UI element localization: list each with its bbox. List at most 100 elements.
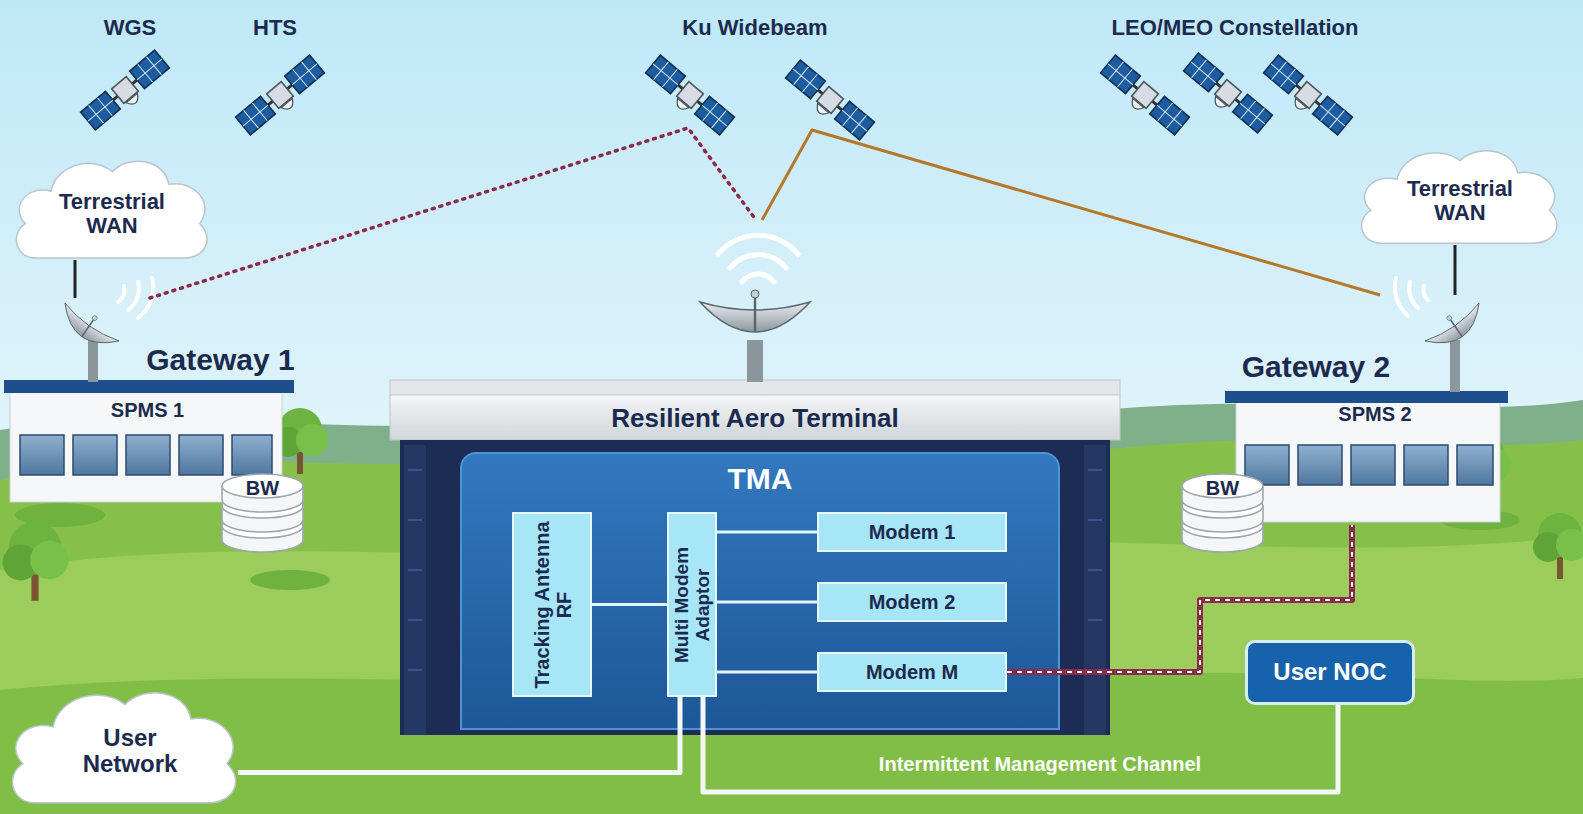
gateway-1-building — [73, 435, 117, 475]
component-box: Multi Modem Adaptor — [667, 512, 717, 697]
gateway-building: Gateway 2SPMS 2 — [1225, 295, 1510, 525]
link-line — [592, 604, 667, 605]
hills — [0, 400, 1583, 814]
database-shape — [222, 474, 303, 498]
satellite-label-text-area: WGS — [0, 10, 280, 46]
link-line — [1007, 525, 1352, 672]
gateway-building-text: SPMS 2 — [1338, 403, 1411, 425]
satellite-icons — [81, 50, 1353, 144]
gateway-1-building — [4, 380, 294, 393]
satellite-label-text-area: LEO/MEO Constellation — [1085, 10, 1385, 46]
link-line — [703, 697, 1338, 792]
gateway-1-building — [138, 278, 153, 318]
terminal-building — [1088, 619, 1102, 621]
noc-box-text-area: User NOC — [1245, 640, 1415, 705]
satellite-label-text: Ku Widebeam — [682, 16, 827, 40]
link-line — [717, 532, 817, 533]
modem-box: Modem 1 — [817, 512, 1007, 552]
gateway-1-building — [55, 297, 124, 355]
channel-label-text: Intermittent Management Channel — [879, 753, 1201, 775]
noc-box: User NOC — [1245, 640, 1415, 705]
link-line — [717, 672, 817, 673]
gateway-building-text: SPMS 1 — [111, 399, 184, 421]
gateway-2-building — [1236, 402, 1500, 522]
gateway-2-building — [1225, 391, 1508, 403]
gateway-2-building — [1395, 278, 1428, 316]
bandwidth-database-text-area: BW — [1180, 474, 1265, 502]
gateway-2-building — [1450, 340, 1460, 392]
link-line — [717, 601, 817, 604]
gateway-2-building — [1423, 286, 1428, 300]
modem-box-text: Modem M — [866, 661, 958, 683]
satellite-icons — [642, 55, 734, 139]
terminal-building — [1088, 469, 1102, 471]
terminal-building — [718, 235, 798, 282]
gateway-2-building — [1298, 445, 1342, 485]
satellite-icons — [1260, 55, 1352, 139]
modem-box: Modem 2 — [817, 582, 1007, 622]
satellite-icons — [236, 55, 328, 139]
link-line — [717, 602, 817, 603]
link-line — [1455, 245, 1456, 295]
gateway-1-building — [88, 340, 98, 382]
link-line — [762, 130, 1380, 295]
link-line — [1007, 525, 1352, 672]
wan-cloud: Terrestrial WAN — [10, 150, 215, 260]
link-line — [74, 260, 77, 298]
terminal-building — [404, 445, 426, 735]
terminal-building — [408, 619, 422, 621]
modem-box-text: Modem 2 — [869, 591, 956, 613]
satellite-label-text: WGS — [104, 16, 157, 40]
channel-label-text-area: Intermittent Management Channel — [830, 748, 1250, 780]
terminal-building-text-area: Resilient Aero Terminal — [390, 398, 1120, 438]
terminal-building-text: Resilient Aero Terminal — [611, 404, 899, 433]
terminal-building — [1084, 445, 1106, 735]
terminal-building — [742, 274, 774, 282]
link-line — [238, 697, 680, 773]
link-line — [238, 697, 680, 773]
gateway-1-building — [20, 435, 272, 475]
terminal-building — [408, 469, 422, 471]
terminal-building — [408, 669, 422, 671]
cloud-shape — [1362, 151, 1557, 243]
gateway-2-building — [1421, 297, 1490, 355]
satellite-icons — [782, 60, 874, 144]
satellite-label-text: LEO/MEO Constellation — [1112, 16, 1359, 40]
terminal-building — [1088, 669, 1102, 671]
terminal-building — [1088, 519, 1102, 521]
bandwidth-database-text: BW — [1206, 477, 1239, 499]
satellite-icons — [1097, 55, 1189, 139]
hills — [0, 400, 1583, 814]
wan-cloud-text: Terrestrial WAN — [47, 190, 177, 238]
component-box: Tracking Antenna RF — [512, 512, 592, 697]
cloud-shape — [13, 693, 236, 803]
terminal-building — [390, 235, 1120, 735]
link-line — [717, 531, 817, 534]
gateway-1-building — [232, 435, 272, 475]
link-line — [75, 260, 76, 298]
link-line — [1454, 245, 1457, 295]
terminal-building — [718, 235, 798, 254]
link-line — [150, 128, 756, 298]
gateway-2-building — [1404, 445, 1448, 485]
terminal-building — [747, 340, 763, 382]
tma-panel: TMA Tracking Antenna RF Multi Modem Adapto… — [460, 452, 1060, 730]
tma-panel-text-area: TMA — [460, 458, 1060, 498]
gateway-building-text-area: SPMS 1 — [5, 395, 290, 425]
satellite-label-text-area: HTS — [125, 10, 425, 46]
user-network-cloud-text: User Network — [55, 725, 205, 778]
modem-box-text: Modem 1 — [869, 521, 956, 543]
user-network-cloud-text-area: User Network — [55, 716, 205, 786]
wan-cloud-text: Terrestrial WAN — [1395, 177, 1525, 225]
satellite-icons — [1180, 53, 1272, 137]
bandwidth-database-text-area: BW — [220, 474, 305, 502]
gateway-2-building — [1245, 445, 1493, 485]
gateway-2-building — [1395, 278, 1408, 316]
gateway-2-building — [1225, 278, 1508, 522]
terminal-building: Resilient Aero TerminalTMA Tracking Anten… — [390, 220, 1120, 735]
modem-box-text-area: Modem 1 — [817, 512, 1007, 552]
gateway-1-building — [20, 435, 64, 475]
link-line — [150, 128, 756, 298]
